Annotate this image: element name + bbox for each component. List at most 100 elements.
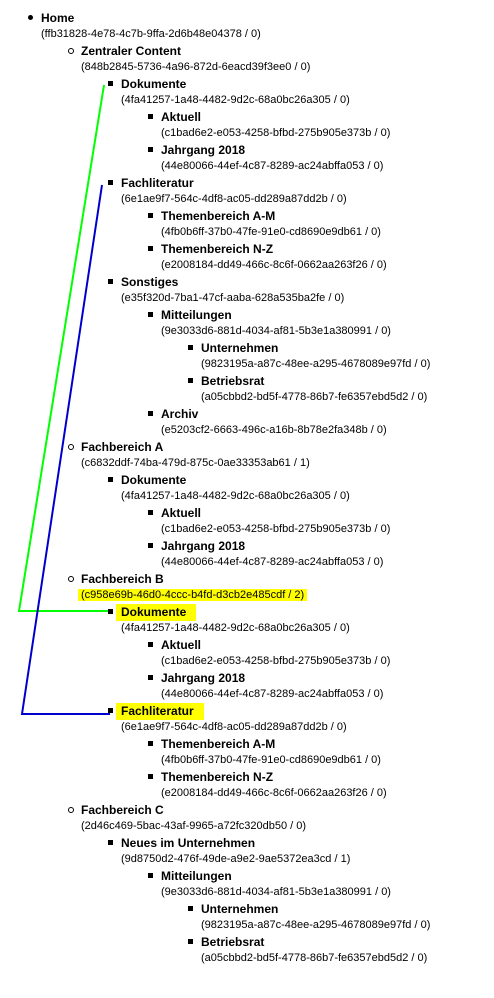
tree-node-fb-dokumente: Dokumente (4fa41257-1a48-4482-9d2c-68a0b… [108,604,350,635]
bullet-square-icon [188,939,193,944]
bullet-square-icon [148,543,153,548]
node-label: Mitteilungen [161,869,232,883]
node-label: Betriebsrat [201,935,265,949]
bullet-circle-icon [68,48,74,54]
node-meta: (4fa41257-1a48-4482-9d2c-68a0bc26a305 / … [121,622,350,634]
bullet-square-icon [148,114,153,119]
node-label: Jahrgang 2018 [161,143,246,157]
bullet-square-icon [108,840,113,845]
node-meta: (c1bad6e2-e053-4258-bfbd-275b905e373b / … [161,655,391,667]
node-meta: (9e3033d6-881d-4034-af81-5b3e1a380991 / … [161,325,391,337]
node-label: Mitteilungen [161,308,232,322]
tree-node-fa-aktuell: Aktuell (c1bad6e2-e053-4258-bfbd-275b905… [148,506,391,536]
node-label: Themenbereich N-Z [161,770,274,784]
bullet-circle-icon [68,444,74,450]
bullet-disc-icon [28,15,33,20]
tree-node-zc-dokumente: Dokumente (4fa41257-1a48-4482-9d2c-68a0b… [108,77,350,107]
node-label: Unternehmen [201,341,279,355]
node-label: Home [41,11,75,25]
node-meta: (e2008184-dd49-466c-8c6f-0662aa263f26 / … [161,787,387,799]
node-meta: (ffb31828-4e78-4c7b-9ffa-2d6b48e04378 / … [41,28,261,40]
node-label: Themenbereich A-M [161,209,276,223]
tree-node-zc-archiv: Archiv (e5203cf2-6663-496c-a16b-8b78e2fa… [148,407,387,437]
node-label: Aktuell [161,506,202,520]
tree-node-zc-fachliteratur: Fachliteratur (6e1ae9f7-564c-4df8-ac05-d… [108,176,347,206]
node-label: Sonstiges [121,275,179,289]
tree-node-fa-dokumente: Dokumente (4fa41257-1a48-4482-9d2c-68a0b… [108,473,350,503]
node-meta: (4fb0b6ff-37b0-47fe-91e0-cd8690e9db61 / … [161,226,381,238]
bullet-circle-icon [68,576,74,582]
bullet-square-icon [148,246,153,251]
node-meta: (e2008184-dd49-466c-8c6f-0662aa263f26 / … [161,259,387,271]
bullet-square-icon [148,873,153,878]
node-label: Jahrgang 2018 [161,539,246,553]
node-meta: (c6832ddf-74ba-479d-875c-0ae33353ab61 / … [81,457,310,469]
tree-node-fb-jahrgang: Jahrgang 2018 (44e80066-44ef-4c87-8289-a… [148,671,384,701]
node-label: Unternehmen [201,902,279,916]
tree-node-fc-neues: Neues im Unternehmen (9d8750d2-476f-49de… [108,836,351,866]
tree-node-fb-aktuell: Aktuell (c1bad6e2-e053-4258-bfbd-275b905… [148,638,391,668]
node-label: Fachbereich B [81,572,164,586]
tree-node-zc-unternehmen: Unternehmen (9823195a-a87c-48ee-a295-467… [188,341,431,371]
node-meta: (44e80066-44ef-4c87-8289-ac24abffa053 / … [161,688,384,700]
tree-node-fb-fachliteratur: Fachliteratur (6e1ae9f7-564c-4df8-ac05-d… [108,703,347,734]
node-meta: (9d8750d2-476f-49de-a9e2-9ae5372ea3cd / … [121,853,351,865]
tree-node-fc-betriebsrat: Betriebsrat (a05cbbd2-bd5f-4778-86b7-fe6… [188,935,428,965]
tree-node-zc-betriebsrat: Betriebsrat (a05cbbd2-bd5f-4778-86b7-fe6… [188,374,427,404]
node-meta: (e35f320d-7ba1-47cf-aaba-628a535ba2fe / … [121,292,345,304]
highlighted-node-label: Fachliteratur [116,703,204,720]
tree-node-fc-mitteilungen: Mitteilungen (9e3033d6-881d-4034-af81-5b… [148,869,391,899]
bullet-square-icon [148,774,153,779]
bullet-square-icon [188,378,193,383]
node-meta: (c1bad6e2-e053-4258-bfbd-275b905e373b / … [161,523,391,535]
node-label: Aktuell [161,110,202,124]
node-label: Zentraler Content [81,44,182,58]
node-meta: (2d46c469-5bac-43af-9965-a72fc320db50 / … [81,820,307,832]
node-label: Fachbereich A [81,440,164,454]
bullet-square-icon [148,312,153,317]
tree-node-fb-themen-nz: Themenbereich N-Z (e2008184-dd49-466c-8c… [148,770,387,800]
tree-node-fachbereich-b: Fachbereich B (c958e69b-46d0-4ccc-b4fd-d… [68,572,308,602]
node-meta: (a05cbbd2-bd5f-4778-86b7-fe6357ebd5d2 / … [201,952,428,964]
node-meta: (4fa41257-1a48-4482-9d2c-68a0bc26a305 / … [121,490,350,502]
node-label: Themenbereich N-Z [161,242,274,256]
node-meta: (44e80066-44ef-4c87-8289-ac24abffa053 / … [161,556,384,568]
node-meta: (4fa41257-1a48-4482-9d2c-68a0bc26a305 / … [121,94,350,106]
node-meta: (4fb0b6ff-37b0-47fe-91e0-cd8690e9db61 / … [161,754,381,766]
node-meta: (9e3033d6-881d-4034-af81-5b3e1a380991 / … [161,886,391,898]
node-label: Jahrgang 2018 [161,671,246,685]
bullet-square-icon [148,510,153,515]
bullet-square-icon [108,81,113,86]
bullet-square-icon [108,279,113,284]
highlighted-node-label: Dokumente [116,604,197,621]
bullet-square-icon [148,411,153,416]
tree-node-zc-aktuell: Aktuell (c1bad6e2-e053-4258-bfbd-275b905… [148,110,390,140]
bullet-square-icon [148,675,153,680]
tree-node-zc-jahrgang: Jahrgang 2018 (44e80066-44ef-4c87-8289-a… [148,143,384,173]
bullet-square-icon [188,906,193,911]
node-label: Betriebsrat [201,374,265,388]
tree-node-fachbereich-a: Fachbereich A (c6832ddf-74ba-479d-875c-0… [68,440,310,470]
bullet-square-icon [108,477,113,482]
node-meta: (6e1ae9f7-564c-4df8-ac05-dd289a87dd2b / … [121,193,347,205]
node-label: Dokumente [121,473,187,487]
bullet-square-icon [148,147,153,152]
bullet-square-icon [148,642,153,647]
bullet-square-icon [108,708,113,713]
node-label: Dokumente [121,77,187,91]
tree-node-zentraler-content: Zentraler Content (848b2845-5736-4a96-87… [68,44,310,74]
node-label: Aktuell [161,638,202,652]
bullet-square-icon [148,213,153,218]
tree-node-zc-themen-nz: Themenbereich N-Z (e2008184-dd49-466c-8c… [148,242,387,272]
highlighted-node-meta: (c958e69b-46d0-4ccc-b4fd-d3cb2e485cdf / … [78,589,308,601]
bullet-square-icon [108,180,113,185]
node-meta: (44e80066-44ef-4c87-8289-ac24abffa053 / … [161,160,384,172]
green-link-line [17,84,108,612]
tree-node-fc-unternehmen: Unternehmen (9823195a-a87c-48ee-a295-467… [188,902,430,932]
node-label: Fachliteratur [121,176,194,190]
node-label: Neues im Unternehmen [121,836,256,850]
node-meta: (9823195a-a87c-48ee-a295-4678089e97fd / … [201,358,431,370]
tree-node-zc-mitteilungen: Mitteilungen (9e3033d6-881d-4034-af81-5b… [148,308,391,338]
bullet-square-icon [148,741,153,746]
tree-node-home: Home (ffb31828-4e78-4c7b-9ffa-2d6b48e043… [28,11,261,41]
